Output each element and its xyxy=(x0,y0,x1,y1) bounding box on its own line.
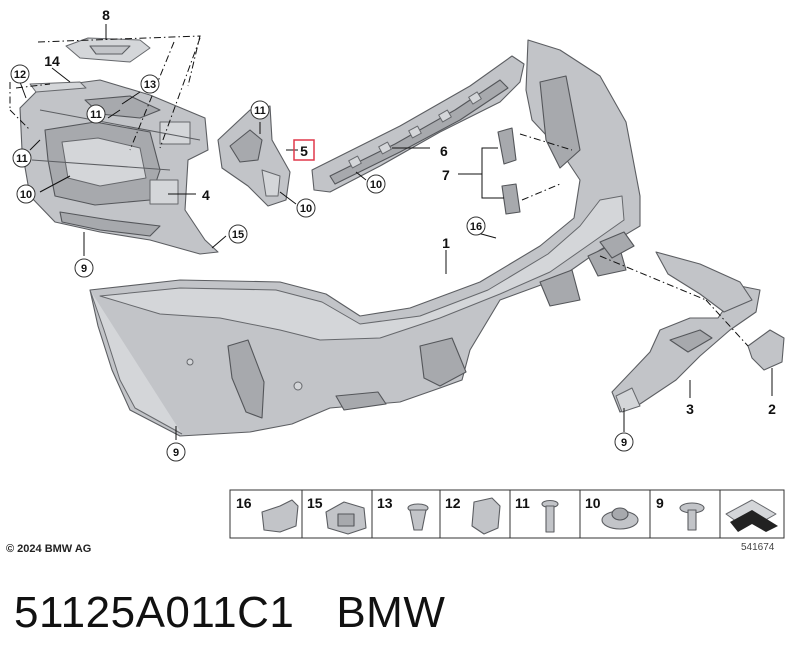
footer-caption: 51125A011C1 BMW xyxy=(14,588,794,658)
part-14-trim-strip xyxy=(29,81,87,93)
callout-9-c: 9 xyxy=(173,447,179,459)
callout-1: 1 xyxy=(442,235,450,251)
callout-8: 8 xyxy=(102,7,110,23)
part-16-clip xyxy=(599,231,635,259)
callout-16: 16 xyxy=(470,221,482,233)
callout-9-a: 9 xyxy=(81,263,87,275)
callout-13: 13 xyxy=(144,79,156,91)
legend-13-label: 13 xyxy=(377,495,393,511)
part-6-upper-carrier xyxy=(311,55,525,193)
callout-9-b: 9 xyxy=(621,437,627,449)
part-number: 51125A011C1 xyxy=(14,588,295,637)
callout-11-b: 11 xyxy=(16,153,28,165)
part-3-right-guide xyxy=(611,251,761,413)
fastener-legend: 16 15 13 12 11 10 9 xyxy=(229,489,785,539)
legend-9-label: 9 xyxy=(656,495,664,511)
callout-12: 12 xyxy=(14,69,26,81)
assembly-lines xyxy=(9,35,749,347)
parts-diagram: 8 14 12 13 11 11 11 10 10 10 4 9 15 5 6 … xyxy=(9,7,785,539)
callout-11-a: 11 xyxy=(90,109,102,121)
legend-15-label: 15 xyxy=(307,495,323,511)
copyright-text: © 2024 BMW AG xyxy=(6,543,92,555)
part-1-bumper-panel xyxy=(89,39,641,437)
callout-4: 4 xyxy=(202,187,210,203)
callout-2: 2 xyxy=(768,401,776,417)
brand-name: BMW xyxy=(336,588,446,637)
callout-10-b: 10 xyxy=(300,203,312,215)
part-8-top-bracket xyxy=(65,37,151,63)
drawing-number: 541674 xyxy=(741,542,775,553)
clip-16-icon xyxy=(261,499,299,533)
callout-14: 14 xyxy=(44,53,60,69)
legend-16-label: 16 xyxy=(236,495,252,511)
part-2-end-cap xyxy=(747,329,785,371)
callout-10-a: 10 xyxy=(20,189,32,201)
callout-5-highlight xyxy=(293,139,315,161)
callout-15: 15 xyxy=(232,229,244,241)
callout-6: 6 xyxy=(440,143,448,159)
callout-3: 3 xyxy=(686,401,694,417)
callouts: 8 14 12 13 11 11 11 10 10 10 4 9 15 5 6 … xyxy=(10,7,776,462)
legend-11-label: 11 xyxy=(515,495,530,511)
callout-11-c: 11 xyxy=(254,105,266,117)
callout-10-c: 10 xyxy=(370,179,382,191)
part-7-brackets xyxy=(497,127,521,215)
leader-lines xyxy=(19,24,773,440)
clipnut-12-icon xyxy=(471,497,501,535)
part-4-left-bracket xyxy=(19,79,219,255)
callout-7: 7 xyxy=(442,167,450,183)
legend-10-label: 10 xyxy=(585,495,601,511)
callout-5: 5 xyxy=(300,143,308,159)
legend-12-label: 12 xyxy=(445,495,461,511)
part-5-center-bracket xyxy=(217,105,291,207)
